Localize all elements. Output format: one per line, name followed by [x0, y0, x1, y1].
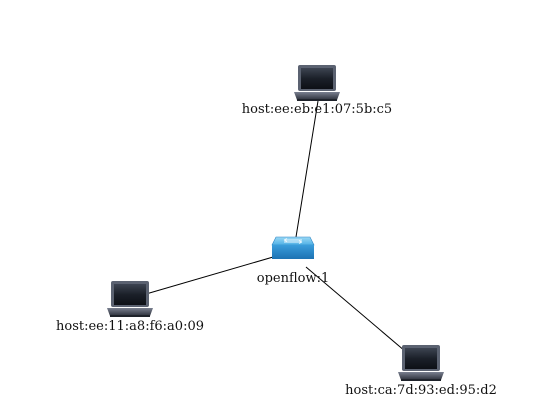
switch-node[interactable]: openflow:1 — [257, 236, 330, 286]
laptop-icon — [398, 345, 444, 381]
link-switch-host-top[interactable] — [295, 100, 319, 238]
laptop-icon — [294, 65, 340, 101]
link-switch-host-left[interactable] — [145, 254, 281, 295]
node-label: host:ee:11:a8:f6:a0:09 — [56, 319, 204, 334]
node-label: host:ca:7d:93:ed:95:d2 — [345, 383, 497, 398]
host-node-top[interactable]: host:ee:eb:e1:07:5b:c5 — [242, 65, 392, 117]
host-node-left[interactable]: host:ee:11:a8:f6:a0:09 — [56, 281, 204, 334]
node-label: openflow:1 — [257, 271, 330, 286]
node-label: host:ee:eb:e1:07:5b:c5 — [242, 102, 392, 117]
laptop-icon — [107, 281, 153, 317]
links — [145, 100, 413, 358]
network-switch-icon — [271, 236, 315, 259]
link-switch-host-right[interactable] — [305, 266, 413, 358]
host-node-right[interactable]: host:ca:7d:93:ed:95:d2 — [345, 345, 497, 398]
